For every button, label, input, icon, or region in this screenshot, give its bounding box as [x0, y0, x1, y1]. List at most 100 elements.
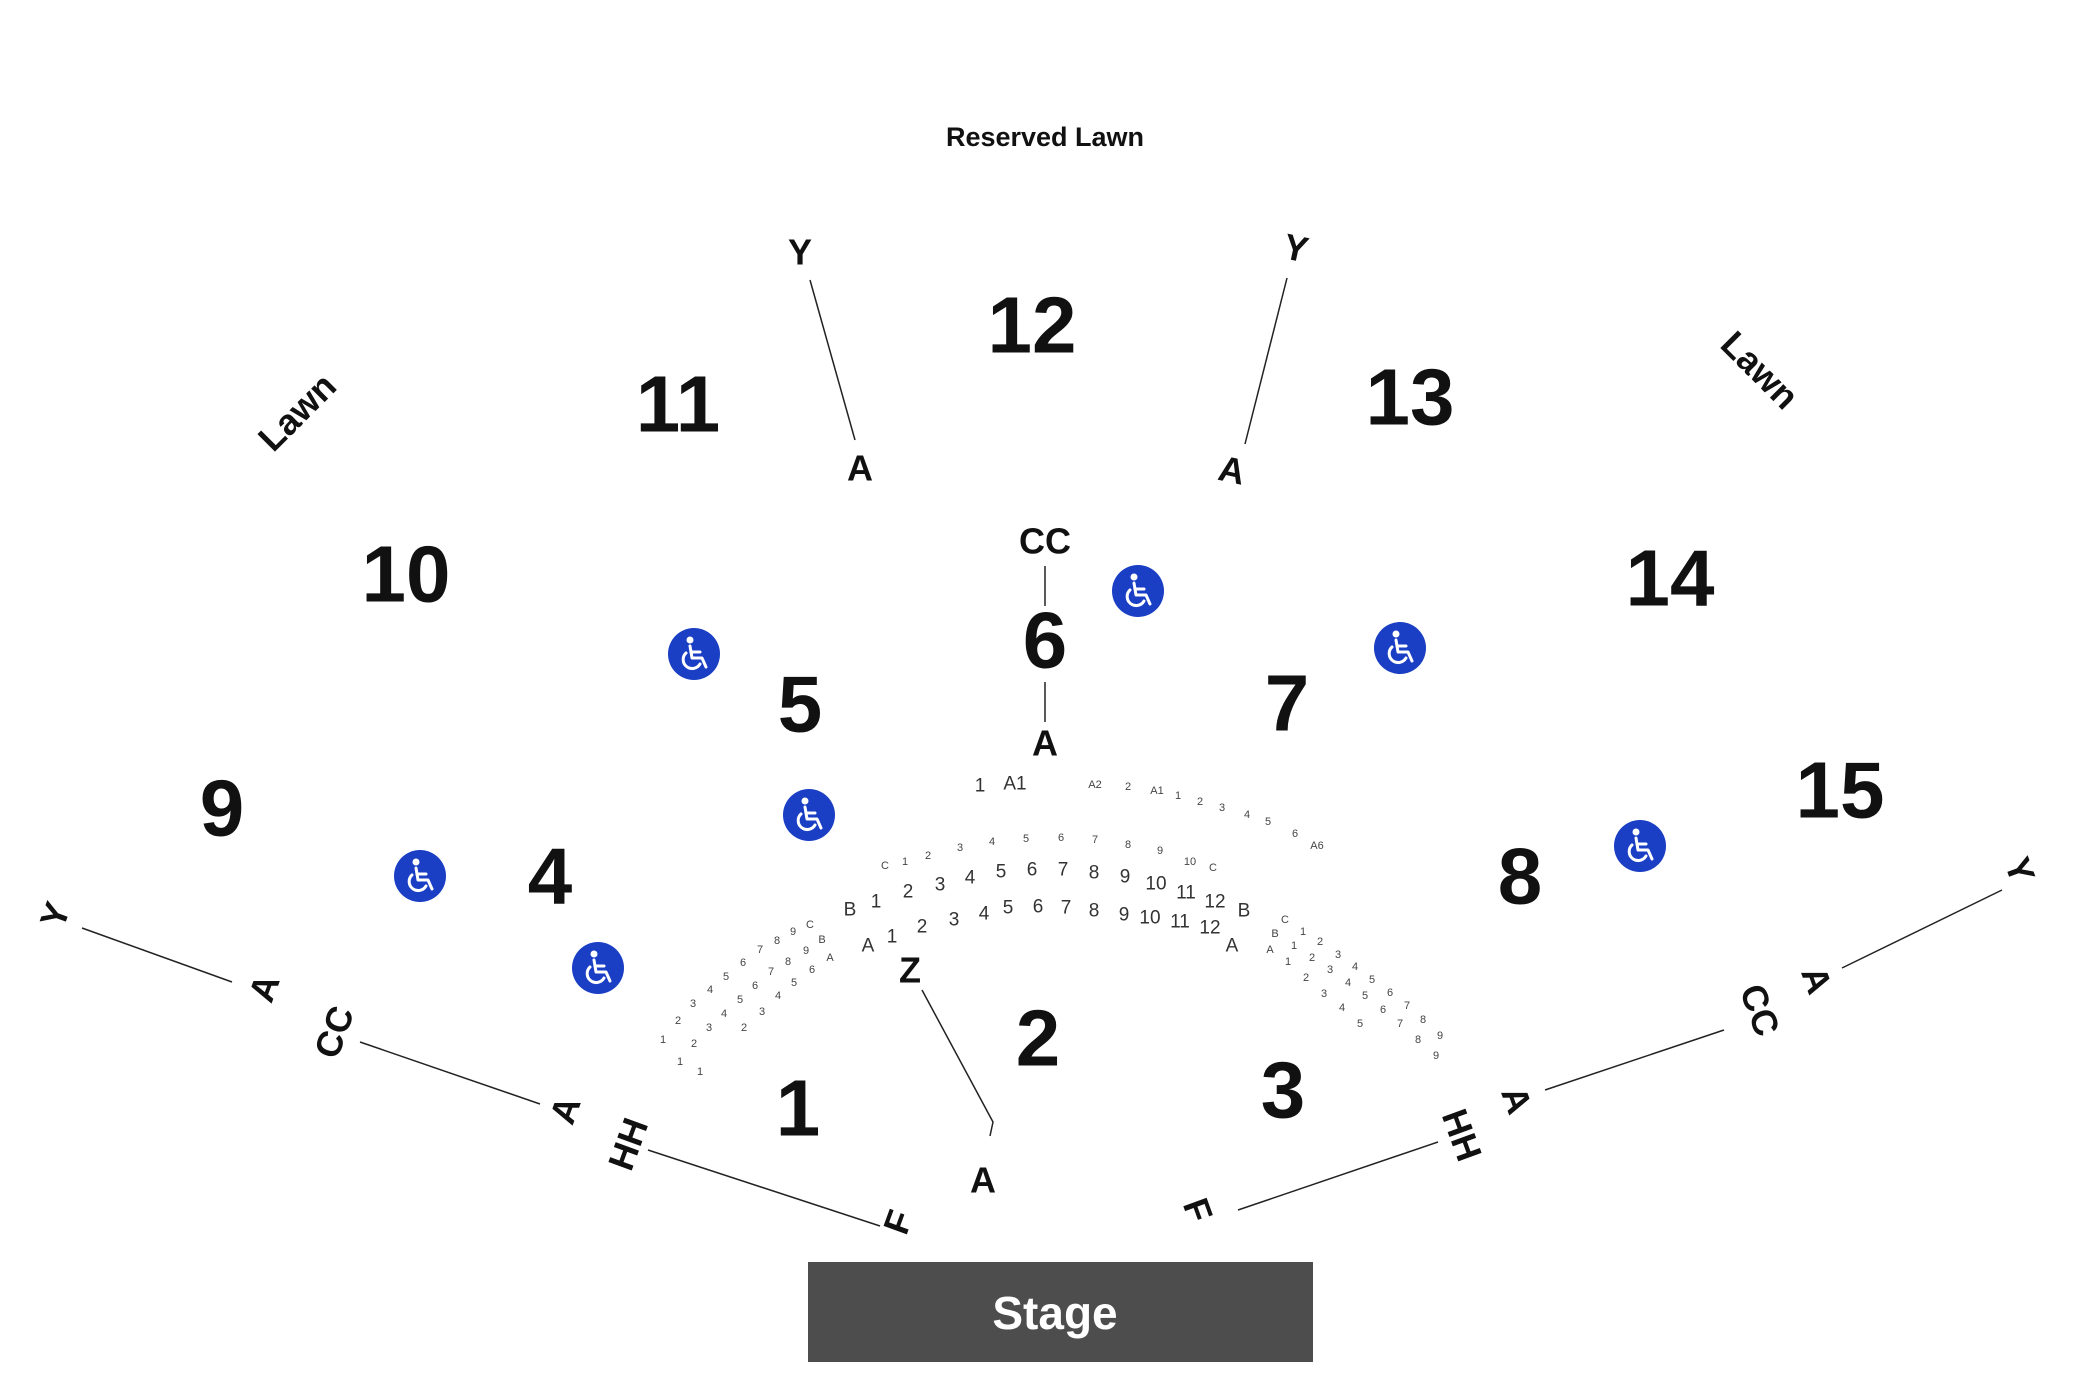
wheelchair-wheel-glyph	[407, 873, 428, 893]
seat-label: A	[862, 936, 875, 957]
section-11[interactable]: 11	[636, 360, 721, 449]
section-2[interactable]: 2	[1016, 994, 1061, 1083]
seat-label: 5	[996, 862, 1007, 883]
section-1[interactable]: 1	[776, 1064, 821, 1153]
stage[interactable]: Stage	[808, 1262, 1313, 1362]
wheelchair-wheel-glyph	[681, 651, 702, 671]
lawn-left-label[interactable]: Lawn	[250, 365, 344, 459]
seat-label: A	[1266, 944, 1274, 956]
section-5[interactable]: 5	[778, 660, 823, 749]
wheelchair-accessible-icon[interactable]	[668, 628, 720, 680]
row-marker-a-left-top: A	[847, 448, 873, 489]
row-line-far-right-lower	[1544, 1029, 1725, 1091]
seat-label: 2	[741, 1022, 747, 1034]
row-marker-f-left: F	[875, 1205, 921, 1240]
wheelchair-head-glyph	[590, 950, 598, 958]
seat-label: 2	[925, 850, 931, 862]
seat-label: A6	[1310, 840, 1323, 852]
row-marker-hh-right: HH	[1434, 1104, 1490, 1167]
accessible-seating-icons	[394, 565, 1666, 994]
seat-label: 1	[677, 1056, 683, 1068]
wheelchair-accessible-icon[interactable]	[1614, 820, 1666, 872]
seat-label: 5	[791, 977, 797, 989]
seat-label: 9	[1120, 867, 1131, 888]
seat-label: 10	[1184, 856, 1196, 868]
seat-label: 4	[1339, 1002, 1345, 1014]
seat-label: 4	[707, 984, 713, 996]
seat-label: 2	[1197, 796, 1203, 808]
row-marker-a-far-left: A	[240, 969, 287, 1007]
reserved-lawn-label[interactable]: Reserved Lawn	[946, 122, 1144, 152]
wheelchair-wheel-glyph	[585, 965, 606, 985]
section-6[interactable]: 6	[1023, 596, 1068, 685]
wheelchair-head-glyph	[801, 797, 809, 805]
row-line-center-aisle	[921, 989, 994, 1137]
seat-label: 6	[1033, 897, 1044, 918]
seat-label: 9	[790, 926, 796, 938]
seat-label: 8	[1089, 901, 1100, 922]
seat-label: 7	[757, 944, 763, 956]
seat-label: 5	[723, 971, 729, 983]
section-9[interactable]: 9	[200, 764, 245, 853]
stage-block[interactable]	[808, 1262, 1313, 1362]
stage-label[interactable]: Stage	[992, 1287, 1117, 1339]
section-7[interactable]: 7	[1265, 659, 1310, 748]
row-marker-a-right: A	[1493, 1081, 1540, 1119]
section-4[interactable]: 4	[528, 832, 573, 921]
seat-label: 6	[1380, 1004, 1386, 1016]
seat-label: 11	[1170, 912, 1190, 933]
wheelchair-accessible-icon[interactable]	[1112, 565, 1164, 617]
wheelchair-wheel-glyph	[796, 812, 817, 832]
seat-label: 4	[1244, 809, 1250, 821]
seat-label: A1	[1150, 785, 1163, 797]
seat-label: C	[881, 860, 889, 872]
seat-label: 11	[1176, 883, 1196, 904]
seat-label: 6	[752, 980, 758, 992]
seat-label: 1	[1291, 940, 1297, 952]
section-14[interactable]: 14	[1626, 534, 1715, 623]
row-line-far-right-upper	[1841, 889, 2003, 969]
section-3[interactable]: 3	[1261, 1046, 1306, 1135]
seat-label: 4	[1345, 977, 1351, 989]
seat-label: 6	[1027, 860, 1038, 881]
seat-label: B	[1271, 928, 1278, 940]
seat-label: 6	[809, 964, 815, 976]
seat-label: 8	[1125, 839, 1131, 851]
row-line-far-left-lower	[359, 1041, 541, 1105]
seat-label: C	[1209, 862, 1217, 874]
seat-label: A2	[1088, 779, 1101, 791]
section-10[interactable]: 10	[362, 530, 451, 619]
seat-label: 7	[1061, 898, 1072, 919]
wheelchair-head-glyph	[686, 636, 694, 644]
seat-label: 2	[1303, 972, 1309, 984]
seat-label: C	[1281, 914, 1289, 926]
seat-label: 3	[759, 1006, 765, 1018]
lawn-right-label[interactable]: Lawn	[1713, 323, 1807, 417]
row-marker-z-center: Z	[899, 950, 921, 991]
wheelchair-accessible-icon[interactable]	[394, 850, 446, 902]
accessible-badge-circle	[394, 850, 446, 902]
seat-label: 1	[887, 927, 898, 948]
seat-label: 1	[1300, 926, 1306, 938]
row-marker-f-right: F	[1175, 1193, 1221, 1228]
seat-label: 3	[1327, 964, 1333, 976]
row-marker-y-far-left: Y	[32, 897, 79, 934]
wheelchair-accessible-icon[interactable]	[783, 789, 835, 841]
wheelchair-wheel-glyph	[1387, 645, 1408, 665]
seat-label: 5	[1265, 816, 1271, 828]
section-12[interactable]: 12	[988, 281, 1077, 370]
wheelchair-accessible-icon[interactable]	[572, 942, 624, 994]
section-8[interactable]: 8	[1498, 832, 1543, 921]
seat-label: 5	[1362, 990, 1368, 1002]
seat-label: 4	[1352, 961, 1358, 973]
section-15[interactable]: 15	[1796, 746, 1885, 835]
seat-label: 4	[775, 990, 781, 1002]
seat-label: 6	[1292, 828, 1298, 840]
seat-label: 2	[917, 917, 928, 938]
section-numbers: 1 2 3 4 5 6 7 8 9 10 11 12 13 14 15	[200, 281, 1885, 1153]
section-13[interactable]: 13	[1366, 353, 1455, 442]
wheelchair-accessible-icon[interactable]	[1374, 622, 1426, 674]
seat-label: 3	[935, 875, 946, 896]
